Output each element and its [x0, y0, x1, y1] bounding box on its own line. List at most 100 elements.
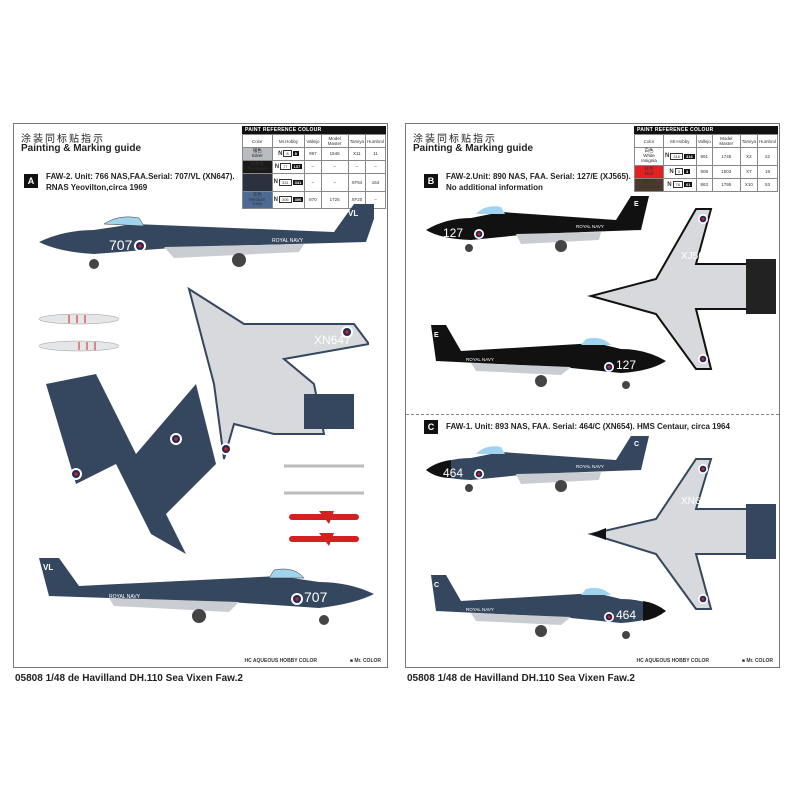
scheme-a-line2: RNAS Yeovilton,circa 1969 [46, 183, 148, 192]
humbrol-code: 19 [756, 164, 779, 179]
svg-text:E: E [434, 332, 439, 339]
svg-text:ROYAL NAVY: ROYAL NAVY [576, 464, 604, 469]
aircraft-top-view-a [46, 374, 216, 554]
modelmaster-code: 1745 [711, 147, 741, 166]
scheme-a-line1: FAW-2. Unit: 766 NAS,FAA.Serial: 707/VL … [46, 172, 235, 181]
aircraft-side-view-a-bottom: 707 ROYAL NAVY VL [39, 558, 374, 625]
svg-text:E: E [634, 201, 639, 208]
title-chinese: 涂装同标贴指示 [413, 134, 497, 145]
modelmaster-code: – [320, 159, 349, 174]
aircraft-side-view-b-top: 127 ROYAL NAVY E [426, 196, 649, 252]
drop-tank-views [38, 313, 120, 352]
legend-hobby-color: HC AQUEOUS HOBBY COLOR [636, 658, 709, 664]
modelmaster-code: 1503 [711, 164, 741, 179]
footer-product-code-left: 05808 1/48 de Havilland DH.110 Sea Vixen… [15, 673, 243, 684]
humbrol-code: 22 [756, 147, 779, 166]
col-humbrol: Humbrol [364, 134, 387, 148]
aircraft-underside-view-b: XJ565 [587, 208, 776, 370]
col-vallejo: Vallejo [304, 134, 322, 148]
col-humbrol: Humbrol [756, 134, 779, 148]
scheme-badge-c: C [424, 420, 438, 434]
svg-text:464: 464 [443, 466, 463, 480]
paint-reference-table: PAINT REFERENCE COLOUR Color Mr.Hobby Va… [634, 126, 779, 192]
paint-table-header: Color Mr.Hobby Vallejo Model Master Tami… [242, 134, 387, 148]
tamiya-code: – [347, 159, 366, 174]
modelmaster-code: 1546 [320, 147, 349, 161]
col-tamiya: Tamiya [739, 134, 758, 148]
vallejo-code: – [304, 159, 322, 174]
svg-text:ROYAL NAVY: ROYAL NAVY [109, 594, 141, 600]
aircraft-underside-view-c: XN654 [587, 458, 776, 610]
col-mrhobby: Mr.Hobby [271, 134, 306, 148]
vallejo-code: – [304, 172, 322, 192]
aircraft-side-view-c-bottom: 464 ROYAL NAVY C [431, 575, 666, 639]
col-modelmaster: Model Master [711, 134, 741, 148]
footer-product-code-right: 05808 1/48 de Havilland DH.110 Sea Vixen… [407, 673, 635, 684]
tamiya-code: XF54 [347, 172, 366, 192]
scheme-c-description: FAW-1. Unit: 893 NAS, FAA. Serial: 464/C… [446, 421, 730, 432]
humbrol-code: 53 [756, 177, 779, 192]
col-mrhobby: Mr.Hobby [662, 134, 697, 148]
tamiya-code: X2 [739, 147, 758, 166]
paint-reference-table: PAINT REFERENCE COLOUR Color Mr.Hobby Va… [242, 126, 387, 210]
aircraft-side-view-a-top: 707 ROYAL NAVY VL [39, 204, 374, 269]
svg-text:C: C [434, 582, 439, 589]
tamiya-code: X7 [739, 164, 758, 179]
paint-table-header: Color Mr.Hobby Vallejo Model Master Tami… [634, 134, 779, 148]
svg-text:XN654: XN654 [681, 496, 712, 507]
svg-text:VL: VL [43, 563, 53, 572]
col-vallejo: Vallejo [695, 134, 713, 148]
aircraft-side-view-c-top: 464 ROYAL NAVY C [426, 436, 649, 492]
col-color: Color [242, 134, 273, 148]
aircraft-side-view-b-bottom: 127 ROYAL NAVY E [431, 325, 666, 389]
vallejo-code: 870 [304, 190, 322, 210]
modelmaster-code: – [320, 172, 349, 192]
svg-text:127: 127 [616, 358, 636, 372]
svg-text:ROYAL NAVY: ROYAL NAVY [466, 607, 494, 612]
title-chinese: 涂装同标贴指示 [21, 134, 105, 145]
humbrol-code: – [364, 159, 387, 174]
svg-text:707: 707 [304, 589, 328, 605]
svg-text:XN647: XN647 [314, 333, 351, 347]
scheme-b-description: FAW-2.Unit: 890 NAS, FAA. Serial: 127/E … [446, 171, 631, 193]
scheme-separator [406, 414, 779, 415]
scheme-c-line1: FAW-1. Unit: 893 NAS, FAA. Serial: 464/C… [446, 422, 730, 431]
svg-text:ROYAL NAVY: ROYAL NAVY [576, 224, 604, 229]
vallejo-code: 997 [304, 147, 322, 161]
tamiya-code: X10 [739, 177, 758, 192]
paint-table-caption: PAINT REFERENCE COLOUR [242, 126, 386, 134]
vallejo-code: 908 [695, 164, 713, 179]
instruction-page-left: 涂装同标贴指示 Painting & Marking guide PAINT R… [13, 123, 388, 668]
missile-views [284, 464, 364, 546]
tamiya-code: X11 [347, 147, 366, 161]
svg-text:127: 127 [443, 226, 463, 240]
vallejo-code: 991 [695, 147, 713, 166]
scheme-a-description: FAW-2. Unit: 766 NAS,FAA.Serial: 707/VL … [46, 171, 235, 193]
svg-text:VL: VL [348, 209, 358, 218]
modelmaster-code: 1725 [320, 190, 349, 210]
svg-text:XJ565: XJ565 [681, 251, 710, 262]
aircraft-underside-view-a: XN647 [187, 286, 369, 460]
svg-text:ROYAL NAVY: ROYAL NAVY [272, 238, 304, 244]
scheme-badge-b: B [424, 174, 438, 188]
instruction-page-right: 涂装同标贴指示 Painting & Marking guide PAINT R… [405, 123, 780, 668]
title-english: Painting & Marking guide [413, 143, 534, 154]
modelmaster-code: 1795 [711, 177, 741, 192]
